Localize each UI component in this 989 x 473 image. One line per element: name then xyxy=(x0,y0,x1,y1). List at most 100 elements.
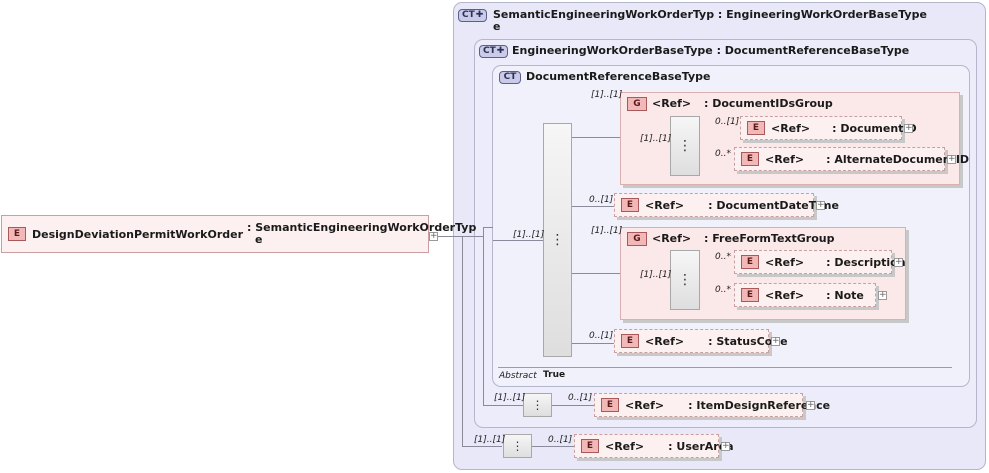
description-cardinality: 0..* xyxy=(715,252,731,262)
element-name: : Description xyxy=(826,255,906,269)
element-ref-label: <Ref> xyxy=(625,398,665,412)
element-badge: E xyxy=(741,288,759,302)
element-name: : DocumentDateTime xyxy=(708,198,839,212)
group-badge: G xyxy=(627,232,647,246)
element-name: : Note xyxy=(826,288,864,302)
element-note[interactable]: E <Ref> : Note xyxy=(734,283,876,307)
root-expand-icon[interactable]: + xyxy=(429,231,438,241)
alternate-document-id-expand-icon[interactable]: + xyxy=(947,154,956,164)
connector-line xyxy=(572,137,620,138)
connector-line xyxy=(483,227,484,405)
user-area-expand-icon[interactable]: + xyxy=(721,441,730,451)
element-ref-label: <Ref> xyxy=(765,255,805,269)
document-ids-sequence-compositor[interactable]: ⋮ xyxy=(670,116,700,176)
sequence-icon: ⋮ xyxy=(511,439,524,453)
expand-diamond-icon: ✚ xyxy=(475,10,484,20)
element-ref-label: <Ref> xyxy=(771,121,811,135)
connector-line xyxy=(572,343,614,344)
engineering-sequence-cardinality: [1]..[1] xyxy=(494,393,526,403)
description-expand-icon[interactable]: + xyxy=(894,257,903,267)
status-code-cardinality: 0..[1] xyxy=(589,331,614,341)
root-element-name: DesignDeviationPermitWorkOrder xyxy=(32,227,243,241)
alternate-document-id-cardinality: 0..* xyxy=(715,149,731,159)
group-ref-label: <Ref> xyxy=(652,232,692,245)
document-date-time-expand-icon[interactable]: + xyxy=(816,200,825,210)
connector-line xyxy=(483,227,493,228)
connector-line xyxy=(552,405,594,406)
element-alternate-document-id[interactable]: E <Ref> : AlternateDocumentID xyxy=(734,147,969,171)
document-date-time-cardinality: 0..[1] xyxy=(589,195,614,205)
element-item-design-reference[interactable]: E <Ref> : ItemDesignReference xyxy=(594,393,830,417)
free-form-sequence-cardinality: [1]..[1] xyxy=(640,270,672,280)
element-badge: E xyxy=(621,334,639,348)
group-document-ids-cardinality: [1]..[1] xyxy=(591,90,623,100)
element-document-date-time[interactable]: E <Ref> : DocumentDateTime xyxy=(614,193,839,217)
element-ref-label: <Ref> xyxy=(645,334,685,348)
abstract-divider xyxy=(498,367,952,368)
note-expand-icon[interactable]: + xyxy=(878,290,887,300)
sequence-icon: ⋮ xyxy=(531,398,544,412)
element-badge: E xyxy=(8,227,26,241)
element-badge: E xyxy=(581,439,599,453)
status-code-expand-icon[interactable]: + xyxy=(771,336,780,346)
item-design-reference-expand-icon[interactable]: + xyxy=(806,400,815,410)
sequence-icon: ⋮ xyxy=(678,272,692,288)
element-ref-label: <Ref> xyxy=(765,152,805,166)
ct-title: DocumentReferenceBaseType xyxy=(526,70,711,83)
group-name: : FreeFormTextGroup xyxy=(704,232,835,245)
sequence-icon: ⋮ xyxy=(550,232,565,248)
ct-title: EngineeringWorkOrderBaseType : DocumentR… xyxy=(512,44,910,57)
semantic-sequence-compositor[interactable]: ⋮ xyxy=(503,434,532,458)
document-id-expand-icon[interactable]: + xyxy=(904,123,913,133)
element-badge: E xyxy=(741,255,759,269)
element-badge: E xyxy=(747,121,765,135)
item-design-reference-cardinality: 0..[1] xyxy=(568,393,593,403)
element-document-id[interactable]: E <Ref> : DocumentID xyxy=(740,116,917,140)
sequence-icon: ⋮ xyxy=(678,138,692,154)
group-ref-label: <Ref> xyxy=(652,97,692,110)
element-name: : UserArea xyxy=(668,439,734,453)
element-ref-label: <Ref> xyxy=(765,288,805,302)
user-area-cardinality: 0..[1] xyxy=(548,435,573,445)
group-name: : DocumentIDsGroup xyxy=(704,97,833,110)
element-user-area[interactable]: E <Ref> : UserArea xyxy=(574,434,734,458)
ct-badge: CT✚ xyxy=(458,9,488,22)
connector-line xyxy=(483,405,523,406)
element-name: : StatusCode xyxy=(708,334,788,348)
free-form-sequence-compositor[interactable]: ⋮ xyxy=(670,250,700,310)
semantic-sequence-cardinality: [1]..[1] xyxy=(474,435,506,445)
document-id-cardinality: 0..[1] xyxy=(715,117,740,127)
abstract-label: Abstract xyxy=(499,371,537,381)
connector-line xyxy=(532,446,574,447)
element-badge: E xyxy=(621,198,639,212)
main-sequence-cardinality: [1]..[1] xyxy=(513,230,545,240)
ct-title: SemanticEngineeringWorkOrderTyp : Engine… xyxy=(493,8,927,33)
group-badge: G xyxy=(627,97,647,111)
connector-line xyxy=(462,446,502,447)
connector-line xyxy=(438,236,483,237)
abstract-value: True xyxy=(543,370,566,380)
root-element-design-deviation-permit-work-order[interactable]: E DesignDeviationPermitWorkOrder : Seman… xyxy=(1,215,476,253)
element-name: : ItemDesignReference xyxy=(688,398,831,412)
element-description[interactable]: E <Ref> : Description xyxy=(734,250,906,274)
connector-line xyxy=(493,240,543,241)
element-name: : DocumentID xyxy=(832,121,917,135)
connector-line xyxy=(572,206,614,207)
ct-badge: CT✚ xyxy=(479,45,509,58)
element-badge: E xyxy=(741,152,759,166)
ct-badge: CT xyxy=(499,71,521,84)
connector-line xyxy=(572,273,620,274)
expand-diamond-icon: ✚ xyxy=(496,46,505,56)
element-name: : AlternateDocumentID xyxy=(826,152,970,166)
main-sequence-compositor[interactable]: ⋮ xyxy=(543,123,572,357)
connector-line xyxy=(462,236,463,446)
element-ref-label: <Ref> xyxy=(605,439,645,453)
group-free-form-text-cardinality: [1]..[1] xyxy=(591,226,623,236)
engineering-sequence-compositor[interactable]: ⋮ xyxy=(523,393,552,417)
note-cardinality: 0..* xyxy=(715,285,731,295)
element-badge: E xyxy=(601,398,619,412)
element-ref-label: <Ref> xyxy=(645,198,685,212)
document-ids-sequence-cardinality: [1]..[1] xyxy=(640,134,672,144)
element-status-code[interactable]: E <Ref> : StatusCode xyxy=(614,329,788,353)
